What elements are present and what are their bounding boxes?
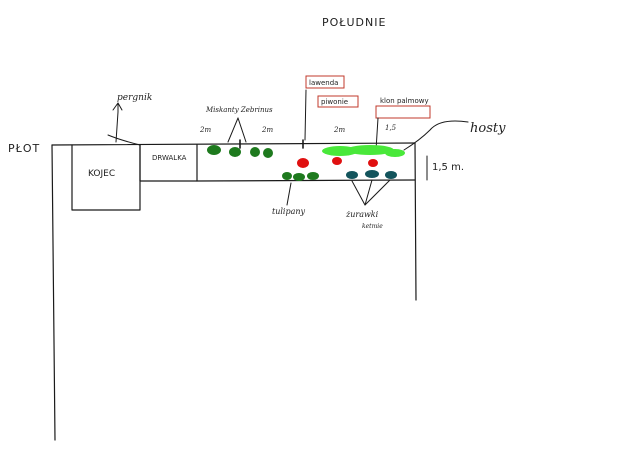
maple-pointer (375, 117, 379, 151)
miscanthus-plant-3 (250, 147, 260, 157)
maple-label-box (375, 105, 431, 119)
measure-1-5-small: 1,5 (385, 124, 397, 132)
fence-left-line (51, 144, 56, 441)
woodshed-outline (139, 144, 198, 182)
tulip-plant-3 (307, 172, 319, 180)
tulips-pointer (286, 182, 292, 206)
miscanthus-pointer-1 (227, 117, 239, 143)
miscanthus-plant-4 (263, 148, 273, 158)
fence-right-line (414, 142, 417, 301)
heuchera-pointer-1 (351, 180, 366, 206)
pergola-arrow (115, 102, 119, 143)
peony-plant-1 (297, 158, 309, 168)
tulip-plant-2 (293, 173, 305, 181)
hostas-pointer (403, 120, 469, 151)
lavender-label-box (305, 75, 345, 89)
tulip-plant-1 (282, 172, 292, 180)
tulips-label: tulipany (272, 207, 306, 216)
woodshed-diagonal-line (107, 134, 141, 146)
heuchera-group (346, 170, 397, 179)
hosta-plant-3 (385, 149, 405, 157)
peonies-label-box (317, 95, 359, 108)
pergola-label: pergnik (117, 93, 152, 103)
miscanthus-pointer-2 (237, 117, 247, 143)
miscanthus-group (207, 145, 273, 158)
peony-plant-3 (368, 159, 378, 167)
tulips-group (282, 172, 319, 181)
lavender-label: lawenda (309, 79, 338, 87)
peony-plant-2 (332, 157, 342, 165)
maple-label: klon palmowy (380, 97, 429, 105)
heuchera-pointer-2 (364, 179, 373, 206)
pergola-arrowhead (112, 102, 123, 111)
woodshed-label: DRWALKA (152, 154, 187, 162)
measure-2m-mid: 2m (261, 126, 273, 134)
hostas-group (322, 145, 405, 157)
miscanthus-plant-2 (229, 147, 241, 157)
south-label: POŁUDNIE (322, 16, 386, 29)
heuchera-label: żurawki (345, 210, 379, 219)
miscanthus-plant-1 (207, 145, 221, 155)
heuchera-plant-2 (365, 170, 379, 178)
measure-2m-right: 2m (333, 126, 345, 134)
miscanthus-label: Miskanty Zebrinus (205, 106, 273, 114)
pen-label: KOJEC (88, 169, 115, 179)
peonies-label: piwonie (321, 98, 348, 106)
bed-bottom-line (196, 179, 416, 182)
bed-width-label: 1,5 m. (432, 162, 464, 173)
fence-label: PŁOT (8, 142, 40, 155)
hosta-plant-2 (346, 145, 394, 155)
heuchera-plant-3 (385, 171, 397, 179)
hostas-label: hosty (470, 121, 506, 136)
peonies-group (297, 157, 378, 168)
fence-top-line (51, 142, 416, 146)
hibiscus-label: ketmie (362, 223, 383, 230)
measure-2m-left: 2m (199, 126, 211, 134)
heuchera-plant-1 (346, 171, 358, 179)
heuchera-pointer-3 (364, 179, 391, 206)
lavender-pointer (304, 89, 307, 141)
